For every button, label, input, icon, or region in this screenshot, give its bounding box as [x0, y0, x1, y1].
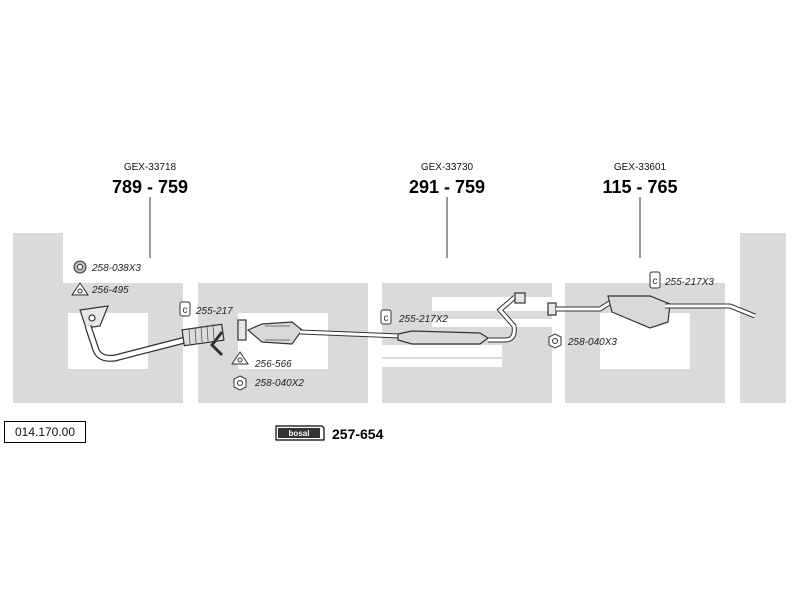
hex-nut-icon [233, 375, 247, 391]
clamp-icon: c [179, 301, 191, 317]
callout-code-1: GEX-33718 [124, 162, 177, 173]
hex-nut-icon [548, 333, 562, 349]
hardware-label: 256-495 [91, 285, 129, 296]
middle-pipe [299, 292, 526, 345]
reference-number: 014.170.00 [4, 421, 86, 443]
callout-part-3: 115 - 765 [602, 177, 677, 197]
kit-badge: bosal [275, 425, 325, 441]
callout-code-3: GEX-33601 [614, 162, 667, 173]
front-pipe [79, 305, 247, 362]
callout-leaders [149, 197, 641, 258]
rear-muffler [547, 295, 756, 329]
callout-part-2: 291 - 759 [409, 177, 485, 197]
svg-text:c: c [183, 305, 188, 316]
svg-text:c: c [384, 313, 389, 324]
hardware-label: 258-038X3 [91, 263, 141, 274]
kit-part-number: 257-654 [332, 426, 384, 442]
svg-text:c: c [653, 276, 658, 287]
hardware-label: 255-217 [195, 306, 233, 317]
callout-code-2: GEX-33730 [421, 162, 474, 173]
gasket-ring-icon [73, 260, 87, 274]
hardware-label: 255-217X3 [664, 277, 714, 288]
catalytic-converter [246, 321, 303, 345]
triangle-gasket-icon [231, 351, 249, 365]
kit-badge-text: bosal [289, 429, 310, 438]
clamp-icon: c [380, 309, 392, 325]
callout-part-1: 789 - 759 [112, 177, 188, 197]
hardware-label: 255-217X2 [398, 314, 448, 325]
triangle-gasket-icon [71, 282, 89, 296]
hardware-label: 256-566 [254, 359, 292, 370]
clamp-icon: c [649, 271, 661, 289]
hardware-label: 258-040X2 [254, 378, 304, 389]
hardware-label: 258-040X3 [567, 337, 617, 348]
